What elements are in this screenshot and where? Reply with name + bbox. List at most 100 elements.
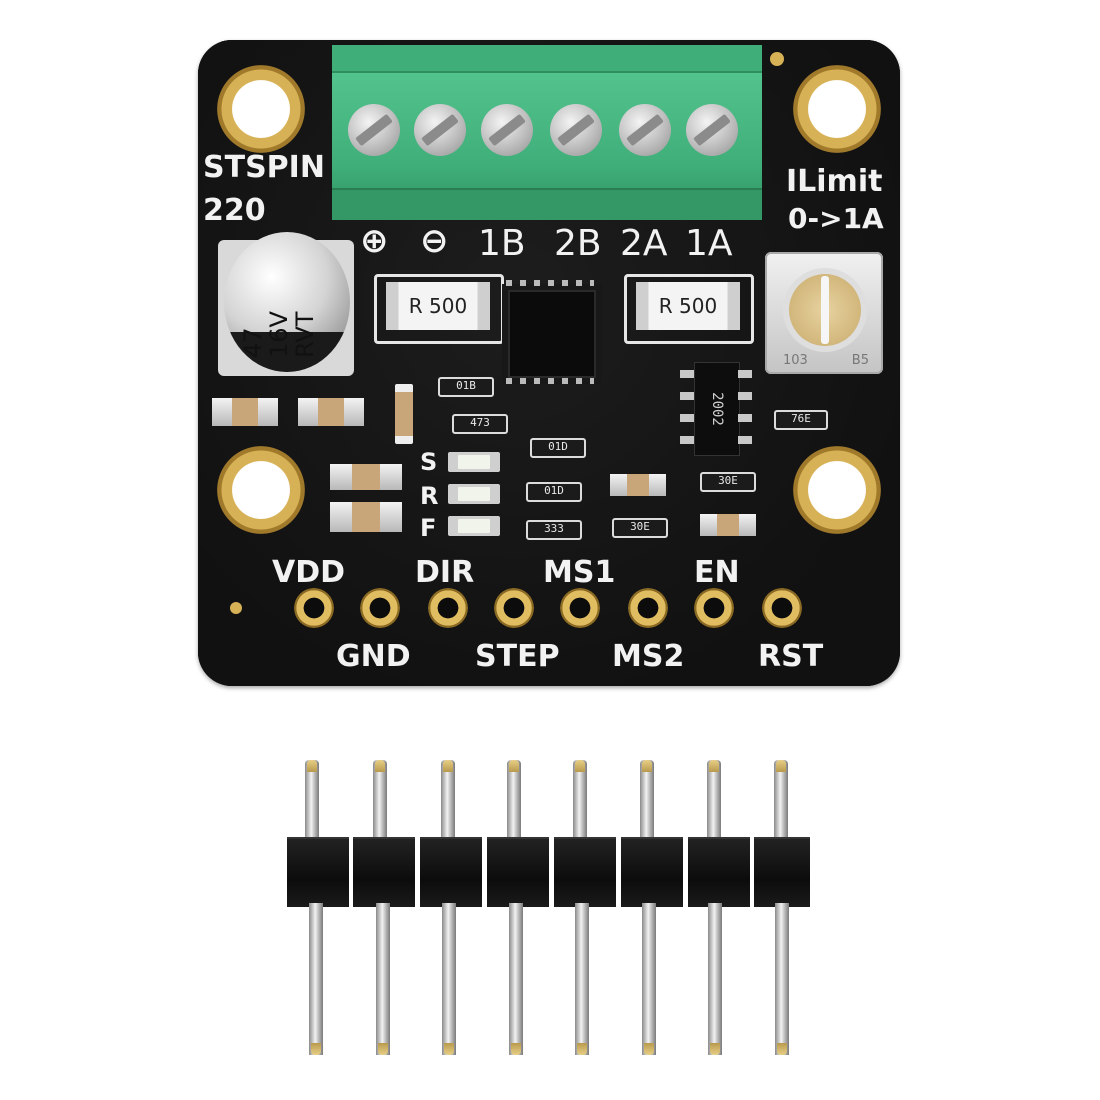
mounting-hole-bottom-left [217, 446, 305, 534]
header-hole-rst [762, 588, 802, 628]
smd-capacitor [700, 514, 756, 536]
terminal-label-1b: 1B [478, 223, 526, 264]
mounting-hole-top-right [793, 65, 881, 153]
pin-label-ms2: MS2 [612, 639, 685, 674]
terminal-label-1a: 1A [685, 223, 733, 264]
potentiometer-code-2: B5 [851, 353, 869, 368]
header-hole-ms1 [560, 588, 600, 628]
smd-resistor: 30E [612, 518, 668, 538]
header-pin-bottom [708, 903, 722, 1055]
terminal-screw [414, 104, 466, 156]
header-pin-bottom [642, 903, 656, 1055]
smd-capacitor [610, 474, 666, 496]
terminal-block-front [332, 188, 762, 220]
led-label-f: F [420, 514, 437, 542]
header-spacer [287, 837, 349, 907]
header-pin-bottom [309, 903, 323, 1055]
header-pin-top [305, 760, 319, 840]
capacitor-value: 47 [239, 327, 267, 358]
header-pin-top [774, 760, 788, 840]
header-hole-step [494, 588, 534, 628]
soic-chip: 2002 [694, 362, 740, 456]
pin-label-step: STEP [475, 639, 560, 674]
smd-resistor: 01D [530, 438, 586, 458]
ilimit-potentiometer[interactable]: 103 B5 [765, 252, 883, 374]
sense-resistor-right-outline [624, 274, 754, 344]
smd-capacitor [330, 464, 402, 490]
header-hole-ms2 [628, 588, 668, 628]
soic-pins-right [738, 370, 752, 446]
terminal-screw [686, 104, 738, 156]
chip-name-label: STSPIN [203, 150, 325, 185]
smd-capacitor [395, 384, 413, 444]
chip-number-label: 220 [203, 193, 266, 228]
led-label-s: S [420, 448, 438, 476]
header-pin-top [373, 760, 387, 840]
terminal-label-plus: ⊕ [360, 221, 389, 261]
pin-label-rst: RST [758, 639, 824, 674]
smd-capacitor [330, 502, 402, 532]
header-pin-bottom [575, 903, 589, 1055]
smd-resistor: 76E [774, 410, 828, 430]
potentiometer-code: 103 [783, 353, 808, 368]
terminal-label-2a: 2A [620, 223, 668, 264]
pin-label-dir: DIR [415, 555, 475, 590]
ilimit-title-label: ILimit [786, 164, 883, 199]
terminal-screw [550, 104, 602, 156]
ic-pin-row [506, 280, 594, 286]
potentiometer-slot [821, 276, 829, 344]
header-spacer [688, 837, 750, 907]
header-pin-bottom [376, 903, 390, 1055]
smd-capacitor [298, 398, 364, 426]
smd-resistor: 01D [526, 482, 582, 502]
sense-resistor-left-label: R 500 [408, 294, 468, 318]
header-pin-top [640, 760, 654, 840]
pin-label-ms1: MS1 [543, 555, 616, 590]
electrolytic-capacitor [224, 232, 350, 372]
mounting-hole-bottom-right [793, 446, 881, 534]
ic-pin-row [506, 378, 594, 384]
header-hole-en [694, 588, 734, 628]
capacitor-polarity-band [224, 332, 350, 372]
soic-chip-marking: 2002 [709, 392, 725, 426]
ilimit-range-label: 0->1A [788, 202, 884, 235]
smd-capacitor [212, 398, 278, 426]
capacitor-text: 47 16V RVT [239, 238, 319, 358]
header-pin-top [441, 760, 455, 840]
led-label-r: R [420, 482, 439, 510]
header-pin-bottom [775, 903, 789, 1055]
terminal-block-top [332, 45, 762, 73]
header-spacer [554, 837, 616, 907]
capacitor-voltage: 16V [265, 311, 293, 358]
pin-label-en: EN [694, 555, 740, 590]
header-pin-bottom [509, 903, 523, 1055]
mounting-hole-top-left [217, 65, 305, 153]
header-spacer [621, 837, 683, 907]
header-spacer [487, 837, 549, 907]
terminal-screw [619, 104, 671, 156]
smd-resistor: 473 [452, 414, 508, 434]
header-hole-dir [428, 588, 468, 628]
status-led-f [448, 516, 500, 536]
sense-resistor-left-outline [374, 274, 504, 344]
header-spacer [353, 837, 415, 907]
fiducial-dot [770, 52, 784, 66]
header-spacer [754, 837, 810, 907]
header-spacer [420, 837, 482, 907]
pin-label-gnd: GND [336, 639, 411, 674]
status-led-r [448, 484, 500, 504]
sense-resistor-right-label: R 500 [658, 294, 718, 318]
status-led-s [448, 452, 500, 472]
header-pin-top [573, 760, 587, 840]
smd-resistor: 01B [438, 377, 494, 397]
smd-resistor: 333 [526, 520, 582, 540]
fiducial-dot [230, 602, 242, 614]
terminal-label-2b: 2B [554, 223, 602, 264]
soic-pins-left [680, 370, 694, 446]
smd-resistor: 30E [700, 472, 756, 492]
header-hole-gnd [360, 588, 400, 628]
header-pin-bottom [442, 903, 456, 1055]
header-pin-top [507, 760, 521, 840]
capacitor-series: RVT [291, 311, 319, 358]
sense-resistor-right: R 500 [636, 282, 740, 330]
